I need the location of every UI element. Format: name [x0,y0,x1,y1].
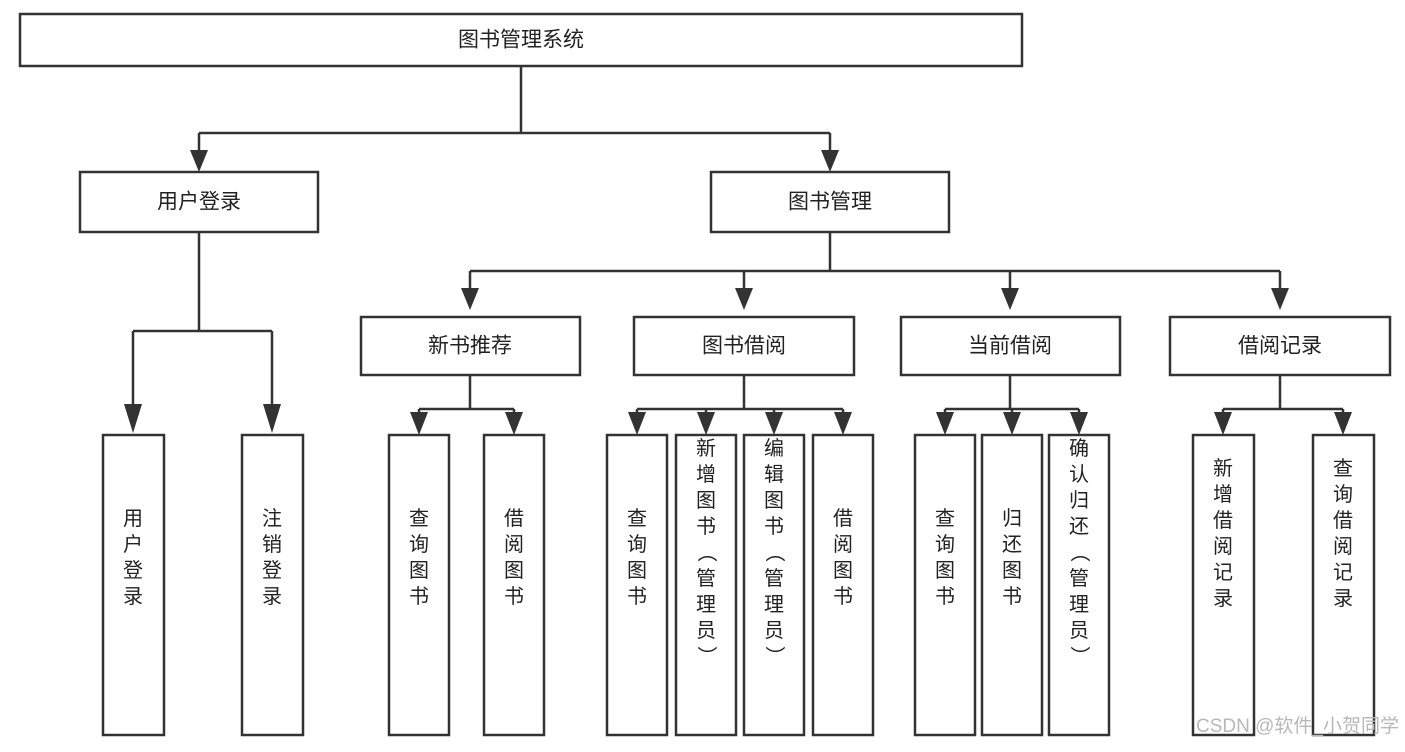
leaf-node-label: 编辑图书（管理员） [764,437,785,668]
arrowhead-icon [765,412,783,435]
node-label: 图书借阅 [702,335,786,358]
node-box [18,12,1024,68]
arrowhead-icon [505,412,523,435]
node-label: 图书管理系统 [458,29,584,52]
leaf-node-confirm-return-admin[interactable]: 确认归还（管理员） [1047,433,1111,737]
node-new-book-recommend[interactable]: 新书推荐 [359,315,582,377]
arrowhead-icon [124,404,142,433]
leaf-node-add-borrow-record[interactable]: 新增借阅记录 [1191,433,1256,737]
arrowhead-icon [1003,412,1021,435]
leaf-node-label: 注销登录 [262,507,282,608]
node-box [101,433,166,737]
leaf-node-query-book[interactable]: 查询图书 [605,433,669,737]
arrowhead-icon [936,412,954,435]
node-box [1047,433,1111,737]
node-label: 当前借阅 [968,335,1052,358]
node-book-borrow[interactable]: 图书借阅 [632,315,856,377]
arrowhead-icon [1001,288,1019,310]
node-box [240,433,305,737]
node-book-management-system[interactable]: 图书管理系统 [18,12,1024,68]
leaf-node-label: 用户登录 [123,508,143,608]
arrowhead-icon [1334,412,1352,435]
node-book-management[interactable]: 图书管理 [709,170,951,234]
node-current-borrow[interactable]: 当前借阅 [899,315,1122,377]
node-label: 图书管理 [788,191,872,214]
arrowhead-icon [461,288,479,310]
arrowhead-icon [834,412,852,435]
node-box [899,315,1122,377]
arrowhead-icon [821,150,839,172]
node-box [359,315,582,377]
node-user-login[interactable]: 用户登录 [78,170,320,234]
node-box [1311,433,1376,737]
node-label: 新书推荐 [428,335,512,358]
leaf-node-borrow-book-newbook[interactable]: 借阅图书 [482,433,546,737]
node-box [78,170,320,234]
leaf-node-label: 新增借阅记录 [1213,457,1233,610]
leaf-node-query-book-current[interactable]: 查询图书 [913,433,977,737]
connector-bookmgmt-to-level3 [461,232,1289,310]
node-box [674,433,738,737]
arrowhead-icon [263,404,281,433]
connector-bookborrow-to-leaves [628,375,852,435]
leaf-node-user-login[interactable]: 用户登录 [101,433,166,737]
leaf-node-label: 新增图书（管理员） [696,437,717,668]
node-box [709,170,951,234]
arrowhead-icon [410,412,428,435]
arrowhead-icon [190,150,208,172]
connector-newbook-to-leaves [410,375,523,435]
node-box [913,433,977,737]
leaf-node-query-borrow-record[interactable]: 查询借阅记录 [1311,433,1376,737]
arrowhead-icon [1214,412,1232,435]
leaf-node-label: 查询图书 [409,507,429,608]
connector-borrowrecord-to-leaves [1214,375,1352,435]
node-box [811,433,875,737]
leaf-node-label: 查询图书 [935,507,955,608]
arrowhead-icon [697,412,715,435]
node-box [605,433,669,737]
node-label: 用户登录 [157,191,241,214]
node-borrow-record[interactable]: 借阅记录 [1168,315,1392,377]
connector-root-to-level2 [190,66,839,172]
leaf-node-add-book-admin[interactable]: 新增图书（管理员） [674,433,738,737]
connector-currentborrow-to-leaves [936,375,1088,435]
node-box [1191,433,1256,737]
leaf-node-query-book-newbook[interactable]: 查询图书 [387,433,451,737]
arrowhead-icon [735,288,753,310]
leaf-node-label: 借阅图书 [833,507,853,608]
node-box [742,433,806,737]
node-label: 借阅记录 [1238,335,1322,358]
watermark-text: CSDN @软件_小贺同学 [1196,715,1399,737]
leaf-node-label: 查询借阅记录 [1333,457,1353,610]
node-box [632,315,856,377]
arrowhead-icon [628,412,646,435]
leaf-node-label: 查询图书 [627,507,647,608]
leaf-node-label: 借阅图书 [504,507,524,608]
leaf-node-return-book[interactable]: 归还图书 [980,433,1044,737]
arrowhead-icon [1271,288,1289,310]
leaf-node-borrow-book[interactable]: 借阅图书 [811,433,875,737]
leaf-node-edit-book-admin[interactable]: 编辑图书（管理员） [742,433,806,737]
node-box [482,433,546,737]
node-box [980,433,1044,737]
leaf-node-label: 归还图书 [1002,507,1022,608]
leaf-node-logout[interactable]: 注销登录 [240,433,305,737]
node-box [1168,315,1392,377]
arrowhead-icon [1070,412,1088,435]
node-box [387,433,451,737]
leaf-node-label: 确认归还（管理员） [1069,437,1090,668]
connector-userlogin-to-leaves [124,232,281,433]
